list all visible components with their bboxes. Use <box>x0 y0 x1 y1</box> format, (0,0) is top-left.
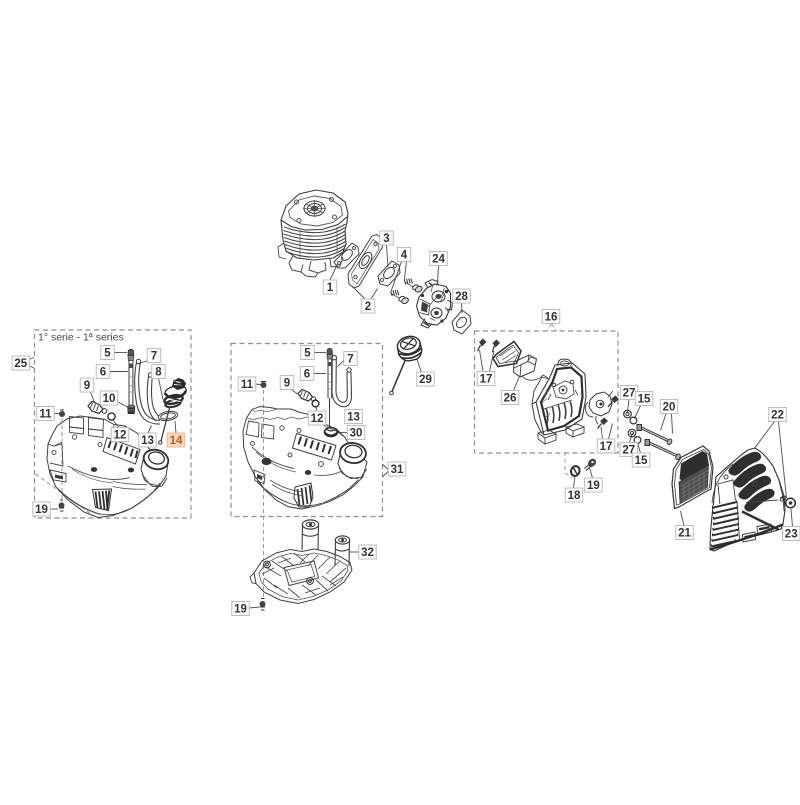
svg-text:19: 19 <box>587 480 600 492</box>
svg-text:17: 17 <box>480 374 493 386</box>
svg-text:6: 6 <box>304 369 310 381</box>
svg-text:32: 32 <box>361 547 374 559</box>
svg-text:19: 19 <box>234 604 247 616</box>
svg-text:28: 28 <box>455 291 468 303</box>
svg-text:18: 18 <box>568 490 581 502</box>
svg-text:23: 23 <box>785 529 798 541</box>
svg-text:7: 7 <box>347 354 353 366</box>
svg-text:11: 11 <box>241 379 254 391</box>
svg-text:12: 12 <box>114 430 127 442</box>
svg-text:19: 19 <box>35 504 48 516</box>
svg-text:6: 6 <box>100 367 106 379</box>
svg-text:26: 26 <box>504 393 517 405</box>
svg-text:3: 3 <box>383 233 389 245</box>
svg-text:29: 29 <box>419 374 432 386</box>
svg-text:20: 20 <box>663 402 676 414</box>
svg-text:1: 1 <box>327 282 334 294</box>
svg-text:1° serie - 1ª series: 1° serie - 1ª series <box>38 332 124 344</box>
svg-text:2: 2 <box>365 301 371 313</box>
svg-text:10: 10 <box>103 393 116 405</box>
svg-text:27: 27 <box>623 388 636 400</box>
svg-text:30: 30 <box>350 428 363 440</box>
svg-text:21: 21 <box>678 528 691 540</box>
svg-text:9: 9 <box>284 378 290 390</box>
svg-text:5: 5 <box>104 348 111 360</box>
svg-text:24: 24 <box>432 254 445 266</box>
svg-text:15: 15 <box>638 394 651 406</box>
svg-text:22: 22 <box>771 410 784 422</box>
svg-text:4: 4 <box>401 250 408 262</box>
svg-text:12: 12 <box>311 413 324 425</box>
svg-text:14: 14 <box>170 435 183 447</box>
svg-text:16: 16 <box>545 312 558 324</box>
svg-text:17: 17 <box>600 441 613 453</box>
svg-text:7: 7 <box>151 351 157 363</box>
svg-text:5: 5 <box>304 348 311 360</box>
svg-text:8: 8 <box>155 367 162 379</box>
svg-text:9: 9 <box>84 380 90 392</box>
svg-text:31: 31 <box>391 464 404 476</box>
svg-text:25: 25 <box>14 358 27 370</box>
svg-text:13: 13 <box>141 435 154 447</box>
svg-text:13: 13 <box>347 412 360 424</box>
svg-text:11: 11 <box>39 409 52 421</box>
svg-text:15: 15 <box>635 455 648 467</box>
